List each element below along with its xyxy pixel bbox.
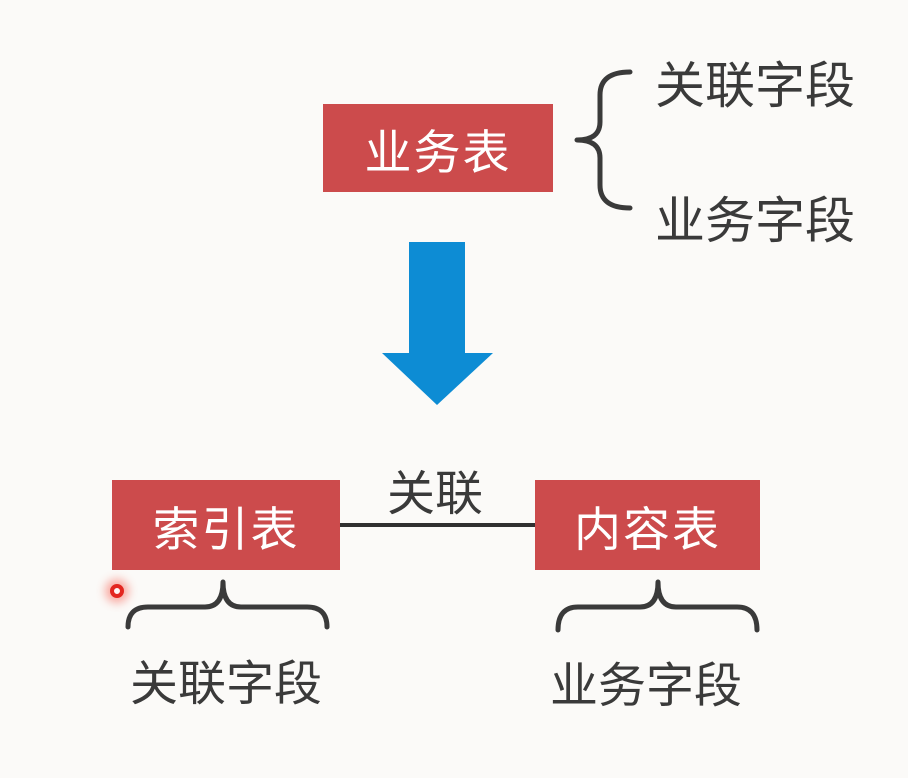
index-field-label: 关联字段 — [129, 658, 322, 711]
business-table-label: 业务表 — [364, 125, 512, 179]
relation-label: 关联 — [386, 468, 483, 521]
content-table-label: 内容表 — [574, 502, 721, 556]
down-arrow-icon — [382, 242, 493, 405]
curly-brace-icon — [125, 579, 330, 630]
top-business-field-label: 业务字段 — [655, 193, 855, 249]
laser-pointer-dot — [110, 584, 124, 598]
curly-brace-icon — [574, 69, 633, 211]
top-assoc-field-label: 关联字段 — [655, 58, 855, 114]
content-field-label: 业务字段 — [549, 660, 742, 713]
index-table-label: 索引表 — [152, 502, 300, 556]
index-table-box: 索引表 — [112, 480, 340, 570]
content-table-box: 内容表 — [535, 480, 760, 570]
business-table-box: 业务表 — [323, 104, 553, 192]
relation-connector-line — [340, 523, 535, 527]
curly-brace-icon — [555, 579, 760, 633]
